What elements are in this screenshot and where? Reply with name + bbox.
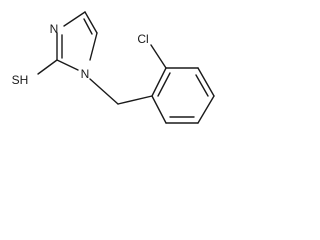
atom-label-chloro: Cl	[137, 32, 148, 46]
atom-label-n1: N	[81, 67, 90, 81]
bond-c4-c5-inner	[83, 18, 93, 35]
benzene-ring	[151, 67, 215, 124]
atom-label-thiol: SH	[12, 73, 29, 87]
bond-b1-b2	[151, 67, 167, 97]
bond-b3-b4-inner	[195, 74, 209, 97]
bond-c5-n1	[89, 32, 98, 61]
imidazole-ring	[56, 11, 98, 71]
bond-c4-c5	[84, 11, 98, 34]
atom-label-n3: N	[50, 22, 59, 36]
bond-b6-b1	[151, 95, 167, 124]
bond-n3-c4	[63, 11, 86, 27]
chemical-structure: N N SH Cl	[12, 11, 215, 124]
bond-n1-ch2	[89, 78, 119, 105]
bond-b2-cl	[150, 44, 167, 69]
bond-n1-c2	[56, 59, 79, 71]
methylene-linker	[89, 78, 153, 105]
bond-ch2-ring	[117, 95, 153, 105]
bond-b1-b2-inner	[157, 72, 171, 97]
bond-b3-b4	[197, 67, 215, 97]
bond-c2-s	[37, 59, 58, 75]
bond-b4-b5	[197, 95, 215, 124]
